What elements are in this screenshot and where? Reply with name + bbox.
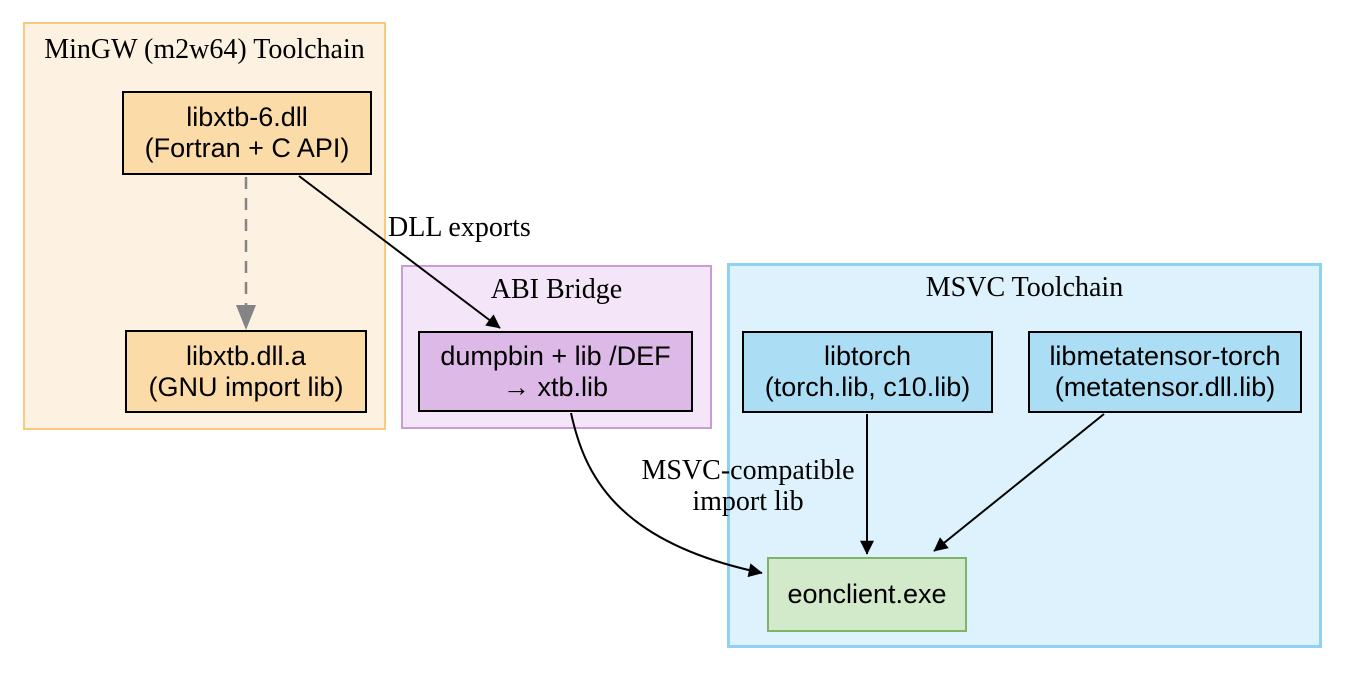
- node-libxtb-6-dll: libxtb-6.dll (Fortran + C API): [122, 91, 372, 175]
- edge-label-line1: MSVC-compatible: [641, 455, 855, 486]
- cluster-mingw-title: MinGW (m2w64) Toolchain: [44, 34, 365, 65]
- node-label: eonclient.exe: [787, 579, 947, 609]
- node-label: libtorch: [823, 341, 912, 371]
- node-dumpbin-lib-def: dumpbin + lib /DEF → xtb.lib: [418, 331, 693, 412]
- cluster-abi-title: ABI Bridge: [490, 274, 623, 305]
- node-sublabel: (torch.lib, c10.lib): [764, 372, 971, 402]
- node-eonclient-exe: eonclient.exe: [767, 557, 967, 632]
- edge-label-dll-exports: DLL exports: [388, 212, 531, 243]
- node-sublabel: (Fortran + C API): [144, 133, 350, 163]
- cluster-msvc-title: MSVC Toolchain: [925, 272, 1124, 303]
- edge-label-msvc-import: MSVC-compatible import lib: [640, 455, 856, 517]
- node-sublabel: (GNU import lib): [148, 371, 344, 402]
- node-sublabel: (metatensor.dll.lib): [1054, 372, 1276, 402]
- node-sublabel: → xtb.lib: [502, 371, 609, 402]
- node-label: libmetatensor-torch: [1049, 341, 1281, 371]
- node-libmetatensor-torch: libmetatensor-torch (metatensor.dll.lib): [1028, 331, 1302, 413]
- node-label: dumpbin + lib /DEF: [440, 340, 671, 371]
- edge-label-line2: import lib: [692, 486, 804, 517]
- node-libtorch: libtorch (torch.lib, c10.lib): [742, 331, 993, 413]
- node-label: libxtb-6.dll: [186, 102, 308, 132]
- node-label: libxtb.dll.a: [185, 340, 307, 371]
- node-libxtb-dll-a: libxtb.dll.a (GNU import lib): [125, 330, 367, 413]
